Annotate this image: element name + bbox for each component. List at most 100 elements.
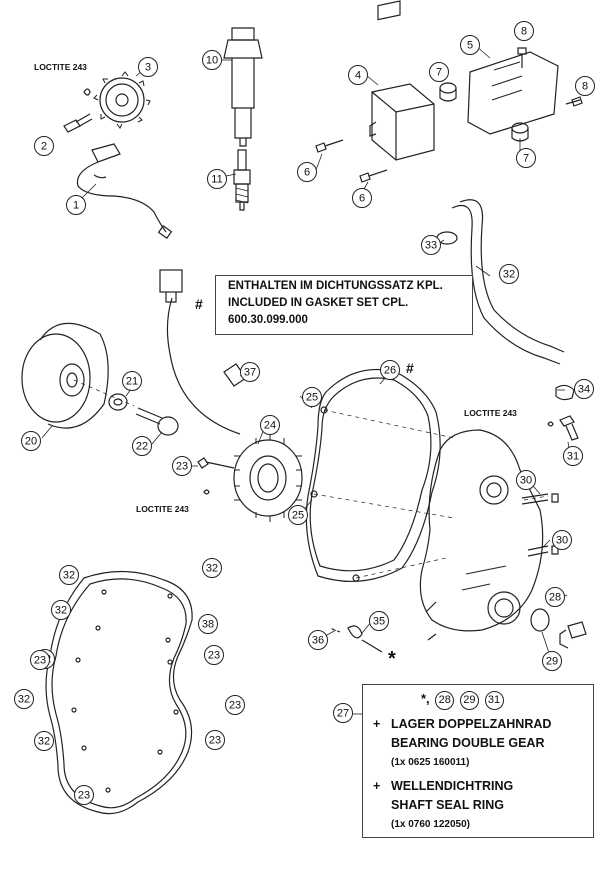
gasket-note-line-de: ENTHALTEN IM DICHTUNGSSATZ KPL. bbox=[228, 280, 443, 292]
callout-circle-25 bbox=[288, 505, 308, 525]
callout-number-33: 33 bbox=[425, 240, 437, 252]
callout-number-11: 11 bbox=[211, 174, 222, 186]
cover-gasket-part bbox=[305, 368, 441, 583]
callout-circle-23 bbox=[30, 650, 50, 670]
callout-number-10: 10 bbox=[206, 55, 218, 67]
callout-number-5: 5 bbox=[467, 40, 473, 52]
gasket-set-mark: # bbox=[195, 296, 203, 312]
kit-item1-en: BEARING DOUBLE GEAR bbox=[391, 736, 545, 750]
callout-number-22: 22 bbox=[136, 441, 148, 453]
pickup-sensor-part bbox=[76, 143, 173, 239]
callout-number-23: 23 bbox=[229, 700, 241, 712]
callout-circle-32 bbox=[59, 565, 79, 585]
callout-number-26: 26 bbox=[384, 365, 396, 377]
callout-number-32: 32 bbox=[18, 694, 30, 706]
callout-number-28: 28 bbox=[549, 592, 561, 604]
callout-circle-22 bbox=[132, 436, 152, 456]
callout-number-6: 6 bbox=[359, 193, 365, 205]
kit-ref-29: 29 bbox=[459, 691, 479, 710]
callout-number-8: 8 bbox=[582, 81, 588, 93]
callout-circle-32 bbox=[51, 600, 71, 620]
kit-header-mark: *, bbox=[421, 691, 430, 706]
callout-number-27: 27 bbox=[337, 708, 349, 720]
callout-circle-32 bbox=[202, 558, 222, 578]
bracket-part bbox=[467, 51, 559, 135]
callout-circle-10 bbox=[202, 50, 222, 70]
small-parts-group bbox=[329, 493, 587, 653]
kit-item1-de: LAGER DOPPELZAHNRAD bbox=[391, 717, 552, 731]
alignment-lines bbox=[73, 379, 549, 579]
callout-circle-29 bbox=[542, 651, 562, 671]
callout-number-7: 7 bbox=[436, 67, 442, 79]
callout-number-36: 36 bbox=[312, 635, 324, 647]
bolt-2-part bbox=[63, 88, 93, 133]
kit-item-1: + LAGER DOPPELZAHNRAD BEARING DOUBLE GEAR… bbox=[373, 715, 551, 772]
callout-circle-23 bbox=[205, 730, 225, 750]
callout-circle-34 bbox=[574, 379, 594, 399]
callout-circle-31 bbox=[563, 446, 583, 466]
callout-number-20: 20 bbox=[25, 436, 37, 448]
kit-note-header: *, 28 29 31 bbox=[421, 691, 504, 710]
ignition-coil-part bbox=[223, 27, 263, 147]
callout-circle-25 bbox=[302, 387, 322, 407]
stator-part bbox=[159, 269, 303, 522]
callout-circle-5 bbox=[460, 35, 480, 55]
kit-item2-en: SHAFT SEAL RING bbox=[391, 798, 504, 812]
grommet-part bbox=[439, 82, 529, 142]
callout-number-25: 25 bbox=[292, 510, 304, 522]
callout-number-32: 32 bbox=[63, 570, 75, 582]
gasket-set-mark: # bbox=[406, 360, 414, 376]
loctite-label-2: LOCTITE 243 bbox=[464, 408, 517, 418]
kit-ref-28: 28 bbox=[435, 691, 455, 710]
callout-circle-6 bbox=[352, 188, 372, 208]
gasket-set-note: ENTHALTEN IM DICHTUNGSSATZ KPL. INCLUDED… bbox=[215, 275, 473, 335]
callout-circle-2 bbox=[34, 136, 54, 156]
kit-asterisk-mark: * bbox=[388, 648, 396, 670]
callout-circle-32 bbox=[499, 264, 519, 284]
gasket-note-part-number: 600.30.099.000 bbox=[228, 314, 308, 326]
callout-circle-26 bbox=[380, 360, 400, 380]
callout-number-7: 7 bbox=[523, 153, 529, 165]
callout-number-21: 21 bbox=[126, 376, 138, 388]
sprocket-part bbox=[93, 71, 151, 129]
callout-number-23: 23 bbox=[176, 461, 188, 473]
callout-number-38: 38 bbox=[202, 619, 214, 631]
callout-number-23: 23 bbox=[34, 655, 46, 667]
callout-number-30: 30 bbox=[520, 475, 532, 487]
callout-circle-11 bbox=[207, 169, 227, 189]
kit-item2-de: WELLENDICHTRING bbox=[391, 779, 514, 793]
callout-number-4: 4 bbox=[355, 70, 361, 82]
callout-number-34: 34 bbox=[578, 384, 590, 396]
callout-circle-6 bbox=[297, 162, 317, 182]
callout-circle-24 bbox=[260, 415, 280, 435]
callout-circle-7 bbox=[516, 148, 536, 168]
callout-circle-23 bbox=[225, 695, 245, 715]
callout-number-1: 1 bbox=[73, 200, 79, 212]
callout-circle-23 bbox=[204, 645, 224, 665]
washer-bolt-part bbox=[108, 393, 179, 436]
callout-number-8: 8 bbox=[521, 26, 527, 38]
callout-number-25: 25 bbox=[306, 392, 318, 404]
loctite-label-1: LOCTITE 243 bbox=[34, 62, 87, 72]
callout-circle-23 bbox=[74, 785, 94, 805]
kit-note: *, 28 29 31 + LAGER DOPPELZAHNRAD BEARING… bbox=[362, 684, 594, 838]
callout-circle-30 bbox=[516, 470, 536, 490]
callout-number-3: 3 bbox=[145, 62, 151, 74]
callout-number-37: 37 bbox=[244, 367, 256, 379]
callout-number-32: 32 bbox=[55, 605, 67, 617]
callout-number-23: 23 bbox=[78, 790, 90, 802]
crankcase-gasket-part bbox=[45, 570, 193, 815]
flywheel-part bbox=[21, 322, 109, 429]
callout-circle-36 bbox=[308, 630, 328, 650]
callout-number-32: 32 bbox=[206, 563, 218, 575]
kit-ref-31: 31 bbox=[484, 691, 504, 710]
callout-circle-27 bbox=[333, 703, 353, 723]
callout-circle-33 bbox=[421, 235, 441, 255]
plus-sign: + bbox=[373, 717, 381, 731]
plus-sign: + bbox=[373, 779, 381, 793]
callout-circle-30 bbox=[552, 530, 572, 550]
kit-item2-code: (1x 0760 122050) bbox=[391, 819, 470, 830]
callout-circle-3 bbox=[138, 57, 158, 77]
callout-circle-32 bbox=[14, 689, 34, 709]
